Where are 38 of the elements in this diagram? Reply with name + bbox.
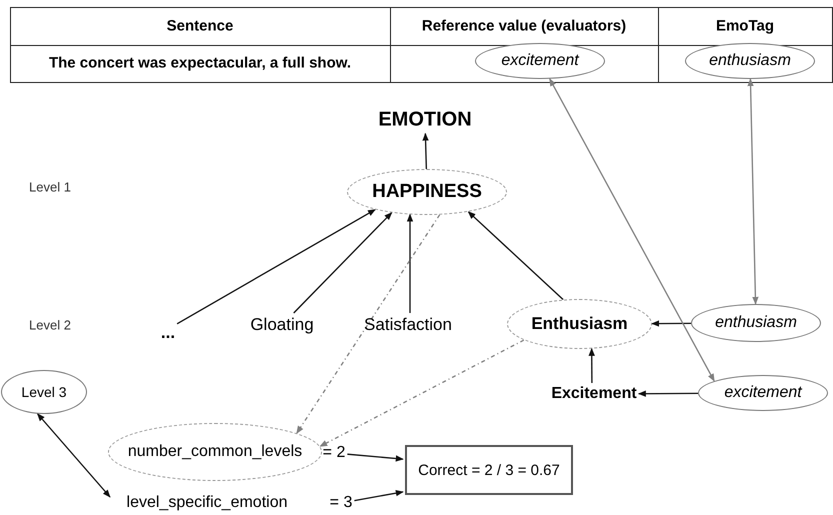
value-text: = 2	[322, 444, 346, 462]
arrow	[176, 208, 376, 324]
arrow	[651, 320, 692, 327]
level-label: Level 2	[29, 318, 71, 332]
arrow	[354, 490, 404, 502]
arrow	[406, 214, 414, 313]
concept-label: Gloating	[250, 315, 314, 335]
category-label: EMOTION	[378, 108, 472, 132]
concept-ellipse: HAPPINESS	[347, 169, 507, 215]
column-header: EmoTag	[716, 18, 774, 34]
arrow	[588, 348, 595, 383]
arrow	[638, 390, 698, 397]
level-ellipse: Level 3	[1, 370, 87, 414]
value-text: = 3	[330, 494, 352, 512]
arrow	[36, 413, 111, 498]
concept-label: Excitement	[551, 385, 637, 403]
result-box: Correct = 2 / 3 = 0.67	[405, 445, 573, 495]
arrow	[347, 454, 404, 462]
arrow	[296, 214, 440, 434]
arrow	[293, 212, 392, 314]
term-ellipse: excitement	[698, 375, 828, 411]
arrow	[422, 132, 429, 170]
arrow	[549, 78, 715, 382]
term-ellipse: enthusiasm	[685, 43, 815, 79]
concept-label: Satisfaction	[364, 315, 452, 335]
column-header: Reference value (evaluators)	[422, 18, 626, 34]
arrow	[468, 211, 564, 300]
term-ellipse: enthusiasm	[691, 304, 821, 342]
column-header: Sentence	[166, 18, 234, 34]
arrow	[747, 78, 759, 305]
sentence-text: The concert was expectacular, a full show.	[48, 54, 352, 72]
measure-label: level_specific_emotion	[126, 494, 288, 512]
ellipsis-text: ...	[160, 323, 176, 343]
term-ellipse: excitement	[475, 43, 605, 79]
arrow	[319, 339, 524, 447]
level-label: Level 1	[29, 180, 71, 194]
concept-ellipse: Enthusiasm	[507, 299, 652, 349]
measure-ellipse: number_common_levels	[108, 423, 322, 481]
